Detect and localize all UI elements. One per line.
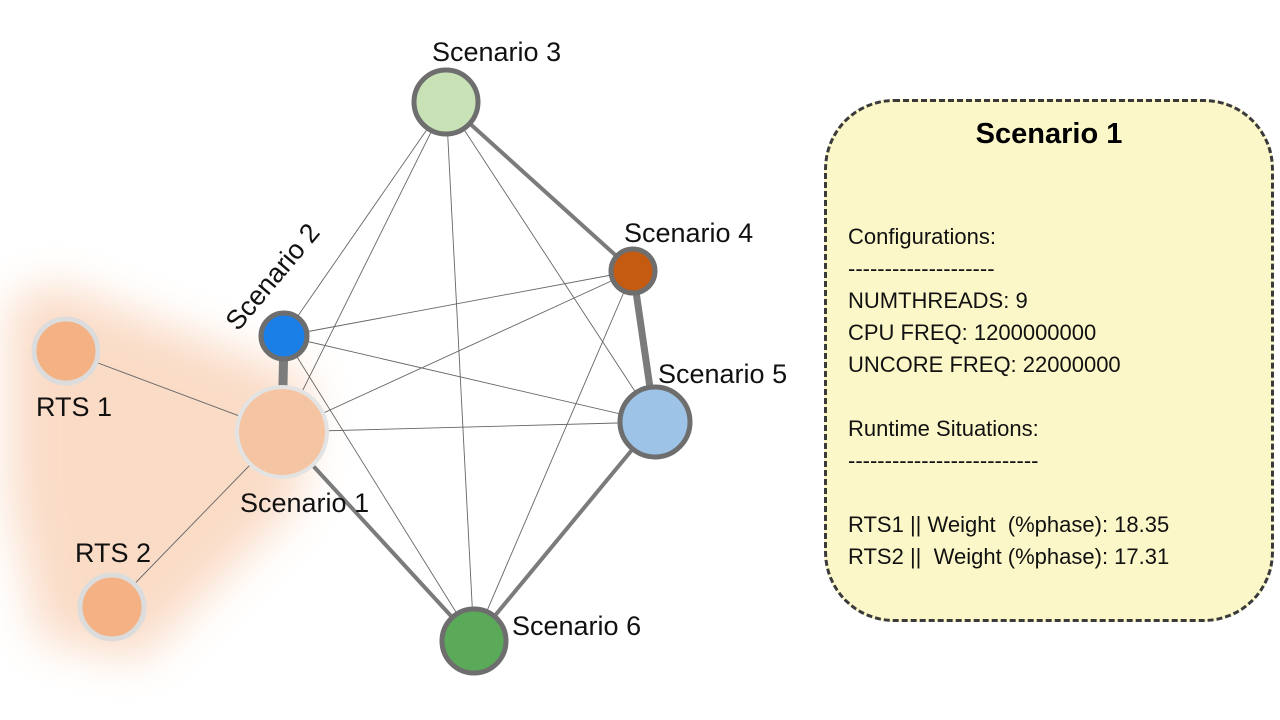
panel-title: Scenario 1 bbox=[975, 118, 1123, 150]
label-s5: Scenario 5 bbox=[658, 359, 787, 389]
configurations-divider: -------------------- bbox=[848, 256, 995, 281]
node-rts1[interactable] bbox=[31, 316, 101, 386]
edge-s3-s6 bbox=[445, 101, 475, 642]
node-rts2[interactable] bbox=[77, 572, 147, 642]
edge-s1-s5 bbox=[281, 421, 656, 433]
edge-s3-s5 bbox=[445, 101, 656, 423]
label-rts2: RTS 2 bbox=[75, 538, 151, 568]
edge-s2-s4 bbox=[283, 270, 634, 337]
node-s6[interactable] bbox=[439, 606, 509, 676]
numthreads-value: NUMTHREADS: 9 bbox=[848, 288, 1028, 313]
rts2-weight: RTS2 || Weight (%phase): 17.31 bbox=[848, 544, 1170, 569]
label-s3: Scenario 3 bbox=[432, 37, 561, 67]
cpu-freq-value: CPU FREQ: 1200000000 bbox=[848, 320, 1097, 345]
configurations-heading: Configurations: bbox=[848, 224, 996, 249]
edge-s1-s3 bbox=[281, 101, 447, 433]
rts1-weight: RTS1 || Weight (%phase): 18.35 bbox=[848, 512, 1170, 537]
uncore-freq-value: UNCORE FREQ: 22000000 bbox=[848, 352, 1121, 377]
edge-s5-s6 bbox=[472, 420, 657, 643]
scenario-info-panel: Scenario 1 Configurations: -------------… bbox=[824, 99, 1274, 622]
label-s6: Scenario 6 bbox=[512, 611, 641, 641]
node-s2[interactable] bbox=[258, 310, 310, 362]
edge-s1-s6 bbox=[280, 430, 476, 643]
node-s3[interactable] bbox=[411, 67, 481, 137]
label-s4: Scenario 4 bbox=[624, 218, 753, 248]
edge-s4-s6 bbox=[473, 270, 634, 642]
graph-nodes bbox=[31, 67, 693, 676]
node-s4[interactable] bbox=[608, 246, 658, 296]
edge-s3-s4 bbox=[444, 100, 635, 273]
node-s5[interactable] bbox=[617, 384, 693, 460]
node-s1[interactable] bbox=[235, 385, 329, 479]
label-s1: Scenario 1 bbox=[240, 488, 369, 518]
runtime-situations-heading: Runtime Situations: bbox=[848, 416, 1039, 441]
label-rts1: RTS 1 bbox=[36, 392, 112, 422]
runtime-situations-divider: -------------------------- bbox=[848, 448, 1039, 473]
edge-s2-s6 bbox=[283, 335, 475, 642]
edge-s1-s4 bbox=[281, 270, 634, 433]
edge-s2-s3 bbox=[283, 101, 447, 337]
edge-s2-s5 bbox=[283, 335, 656, 423]
